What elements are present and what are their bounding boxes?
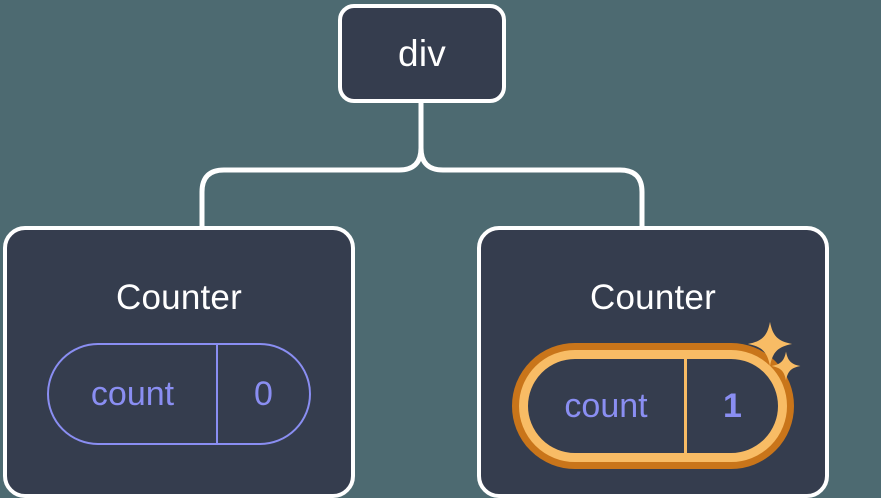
node-counter-right[interactable]: Counter count 1 [477, 226, 829, 498]
state-pill-wrap-right: count 1 [481, 321, 825, 469]
state-value-right: 1 [684, 359, 778, 453]
edge-root-to-right-counter [418, 100, 645, 231]
node-div-label: div [398, 33, 446, 74]
edge-root-to-left-counter [199, 100, 424, 231]
node-div[interactable]: div [338, 4, 506, 103]
state-key-right: count [564, 386, 648, 425]
state-pill-left[interactable]: count 0 [47, 343, 311, 445]
state-value-left: 0 [216, 345, 309, 443]
state-pill-right-inner: count 1 [519, 350, 787, 462]
node-counter-left-label: Counter [116, 278, 242, 317]
node-counter-left[interactable]: Counter count 0 [3, 226, 355, 498]
state-key-left: count [90, 374, 175, 413]
state-pill-right-highlighted[interactable]: count 1 [512, 343, 794, 469]
state-pill-wrap-left: count 0 [7, 343, 351, 445]
node-counter-right-label: Counter [590, 278, 716, 317]
